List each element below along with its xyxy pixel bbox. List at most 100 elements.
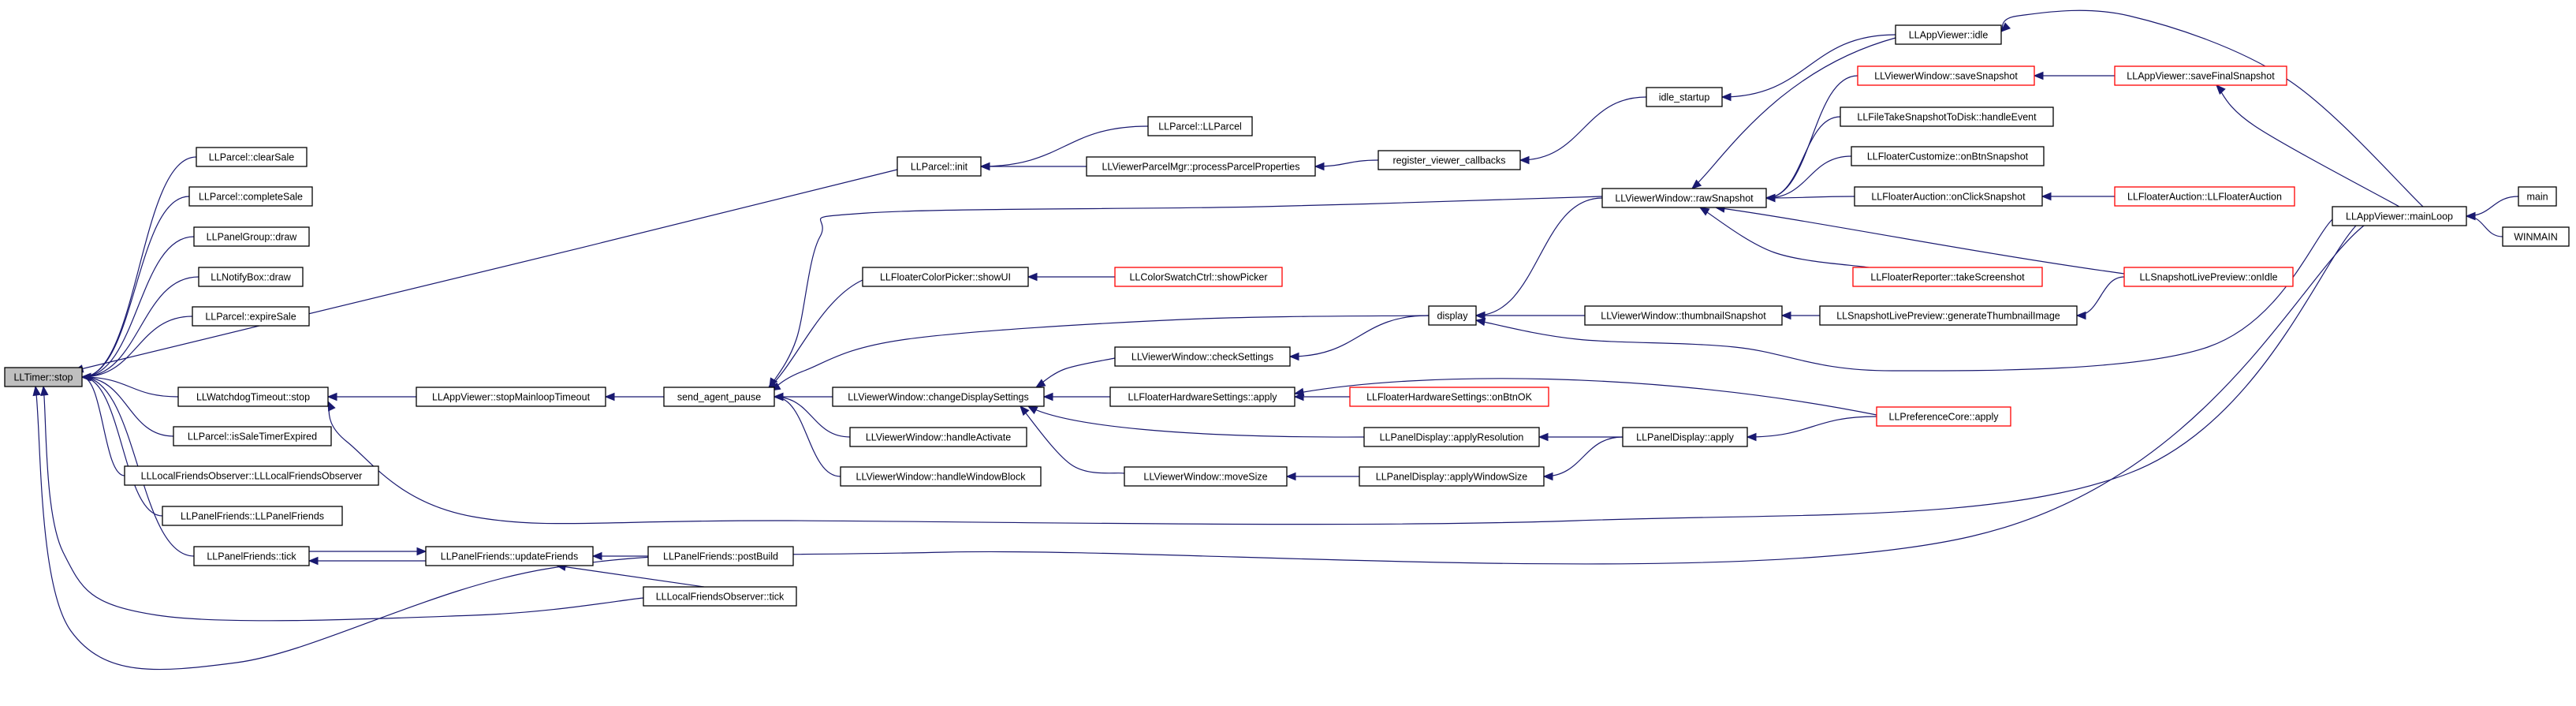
node-pd_apply[interactable]: LLPanelDisplay::apply xyxy=(1622,427,1748,447)
node-box[interactable] xyxy=(2123,267,2294,287)
node-timer_stop[interactable]: LLTimer::stop xyxy=(4,367,83,387)
node-fa_ctor[interactable]: LLFloaterAuction::LLFloaterAuction xyxy=(2114,186,2295,207)
node-box[interactable] xyxy=(2114,186,2295,207)
node-slp_onidle[interactable]: LLSnapshotLivePreview::onIdle xyxy=(2123,267,2294,287)
node-box[interactable] xyxy=(2114,65,2287,86)
node-vw_rawsnapshot[interactable]: LLViewerWindow::rawSnapshot xyxy=(1601,188,1767,208)
node-panelgroup_draw[interactable]: LLPanelGroup::draw xyxy=(193,226,310,247)
node-colorpicker_showui[interactable]: LLFloaterColorPicker::showUI xyxy=(862,267,1029,287)
node-box[interactable] xyxy=(192,306,310,327)
node-slp_generatethumb[interactable]: LLSnapshotLivePreview::generateThumbnail… xyxy=(1819,305,2078,326)
node-box[interactable] xyxy=(416,387,606,407)
node-box[interactable] xyxy=(1584,305,1783,326)
node-box[interactable] xyxy=(1124,466,1288,487)
node-pd_applyresolution[interactable]: LLPanelDisplay::applyResolution xyxy=(1363,427,1540,447)
node-parcelmgr_process[interactable]: LLViewerParcelMgr::processParcelProperti… xyxy=(1086,156,1316,177)
node-watchdog_stop[interactable]: LLWatchdogTimeout::stop xyxy=(177,387,329,407)
node-box[interactable] xyxy=(1895,24,2002,45)
node-vw_changedisplaysettings[interactable]: LLViewerWindow::changeDisplaySettings xyxy=(832,387,1045,407)
node-box[interactable] xyxy=(1109,387,1295,407)
node-box[interactable] xyxy=(173,426,332,446)
node-box[interactable] xyxy=(1876,406,2011,427)
node-box[interactable] xyxy=(840,466,1042,487)
node-appviewer_idle[interactable]: LLAppViewer::idle xyxy=(1895,24,2002,45)
node-main[interactable]: main xyxy=(2518,186,2557,207)
node-box[interactable] xyxy=(4,367,83,387)
node-box[interactable] xyxy=(1601,188,1767,208)
node-box[interactable] xyxy=(1349,387,1549,407)
node-box[interactable] xyxy=(162,506,343,526)
node-fhs_apply[interactable]: LLFloaterHardwareSettings::apply xyxy=(1109,387,1295,407)
node-box[interactable] xyxy=(1840,106,2054,127)
node-vw_handlewindowblock[interactable]: LLViewerWindow::handleWindowBlock xyxy=(840,466,1042,487)
node-display[interactable]: display xyxy=(1428,305,1477,326)
node-panelfriends_postbuild[interactable]: LLPanelFriends::postBuild xyxy=(647,546,794,566)
node-box[interactable] xyxy=(193,546,310,566)
node-freporter_takescreenshot[interactable]: LLFloaterReporter::takeScreenshot xyxy=(1852,267,2043,287)
node-parcel_llparcel[interactable]: LLParcel::LLParcel xyxy=(1147,116,1253,136)
node-box[interactable] xyxy=(832,387,1045,407)
node-box[interactable] xyxy=(862,267,1029,287)
node-panelfriends_tick[interactable]: LLPanelFriends::tick xyxy=(193,546,310,566)
node-box[interactable] xyxy=(643,586,797,607)
node-box[interactable] xyxy=(647,546,794,566)
node-idle_startup[interactable]: idle_startup xyxy=(1646,87,1723,107)
node-winmain[interactable]: WINMAIN xyxy=(2502,226,2570,247)
node-box[interactable] xyxy=(849,427,1027,447)
node-fa_onclicksnapshot[interactable]: LLFloaterAuction::onClickSnapshot xyxy=(1854,186,2043,207)
node-parcel_clearsale[interactable]: LLParcel::clearSale xyxy=(196,147,308,167)
node-register_callbacks[interactable]: register_viewer_callbacks xyxy=(1377,150,1521,170)
node-vw_checksettings[interactable]: LLViewerWindow::checkSettings xyxy=(1114,346,1291,367)
node-box[interactable] xyxy=(663,387,775,407)
node-parcel_expiresale[interactable]: LLParcel::expireSale xyxy=(192,306,310,327)
node-filetakesnapshot[interactable]: LLFileTakeSnapshotToDisk::handleEvent xyxy=(1840,106,2054,127)
node-panelfriends_ctor[interactable]: LLPanelFriends::LLPanelFriends xyxy=(162,506,343,526)
node-box[interactable] xyxy=(1428,305,1477,326)
node-box[interactable] xyxy=(2502,226,2570,247)
node-box[interactable] xyxy=(124,465,379,486)
node-box[interactable] xyxy=(1851,146,2045,166)
node-box[interactable] xyxy=(2332,206,2467,226)
node-fhs_onbtnok[interactable]: LLFloaterHardwareSettings::onBtnOK xyxy=(1349,387,1549,407)
node-box[interactable] xyxy=(1852,267,2043,287)
node-vw_movesize[interactable]: LLViewerWindow::moveSize xyxy=(1124,466,1288,487)
node-fc_onbtnsnapshot[interactable]: LLFloaterCustomize::onBtnSnapshot xyxy=(1851,146,2045,166)
node-box[interactable] xyxy=(198,267,304,287)
node-parcel_completesale[interactable]: LLParcel::completeSale xyxy=(188,186,313,207)
node-parcel_issaletimerexpired[interactable]: LLParcel::isSaleTimerExpired xyxy=(173,426,332,446)
node-box[interactable] xyxy=(897,156,982,177)
node-box[interactable] xyxy=(1086,156,1316,177)
node-box[interactable] xyxy=(425,546,594,566)
node-box[interactable] xyxy=(193,226,310,247)
node-notifybox_draw[interactable]: LLNotifyBox::draw xyxy=(198,267,304,287)
node-prefcore_apply[interactable]: LLPreferenceCore::apply xyxy=(1876,406,2011,427)
node-box[interactable] xyxy=(2518,186,2557,207)
node-box[interactable] xyxy=(177,387,329,407)
node-parcel_init[interactable]: LLParcel::init xyxy=(897,156,982,177)
node-appviewer_mainloop[interactable]: LLAppViewer::mainLoop xyxy=(2332,206,2467,226)
node-box[interactable] xyxy=(1819,305,2078,326)
node-box[interactable] xyxy=(1854,186,2043,207)
node-vw_handleactivate[interactable]: LLViewerWindow::handleActivate xyxy=(849,427,1027,447)
node-pd_applywindowsize[interactable]: LLPanelDisplay::applyWindowSize xyxy=(1359,466,1545,487)
node-box[interactable] xyxy=(196,147,308,167)
node-box[interactable] xyxy=(1622,427,1748,447)
node-box[interactable] xyxy=(1646,87,1723,107)
node-appviewer_stopmainlooptimeout[interactable]: LLAppViewer::stopMainloopTimeout xyxy=(416,387,606,407)
node-vw_thumbnailsnapshot[interactable]: LLViewerWindow::thumbnailSnapshot xyxy=(1584,305,1783,326)
node-box[interactable] xyxy=(1114,267,1283,287)
node-panelfriends_updatefriends[interactable]: LLPanelFriends::updateFriends xyxy=(425,546,594,566)
node-box[interactable] xyxy=(1114,346,1291,367)
node-box[interactable] xyxy=(1377,150,1521,170)
node-box[interactable] xyxy=(1147,116,1253,136)
node-box[interactable] xyxy=(1857,65,2035,86)
node-send_agent_pause[interactable]: send_agent_pause xyxy=(663,387,775,407)
node-box[interactable] xyxy=(1363,427,1540,447)
node-localfriendsobs_ctor[interactable]: LLLocalFriendsObserver::LLLocalFriendsOb… xyxy=(124,465,379,486)
node-colorswatch_showpicker[interactable]: LLColorSwatchCtrl::showPicker xyxy=(1114,267,1283,287)
node-localfriendsobs_tick[interactable]: LLLocalFriendsObserver::tick xyxy=(643,586,797,607)
node-box[interactable] xyxy=(188,186,313,207)
node-appviewer_savefinalsnapshot[interactable]: LLAppViewer::saveFinalSnapshot xyxy=(2114,65,2287,86)
node-vw_savesnapshot[interactable]: LLViewerWindow::saveSnapshot xyxy=(1857,65,2035,86)
node-box[interactable] xyxy=(1359,466,1545,487)
